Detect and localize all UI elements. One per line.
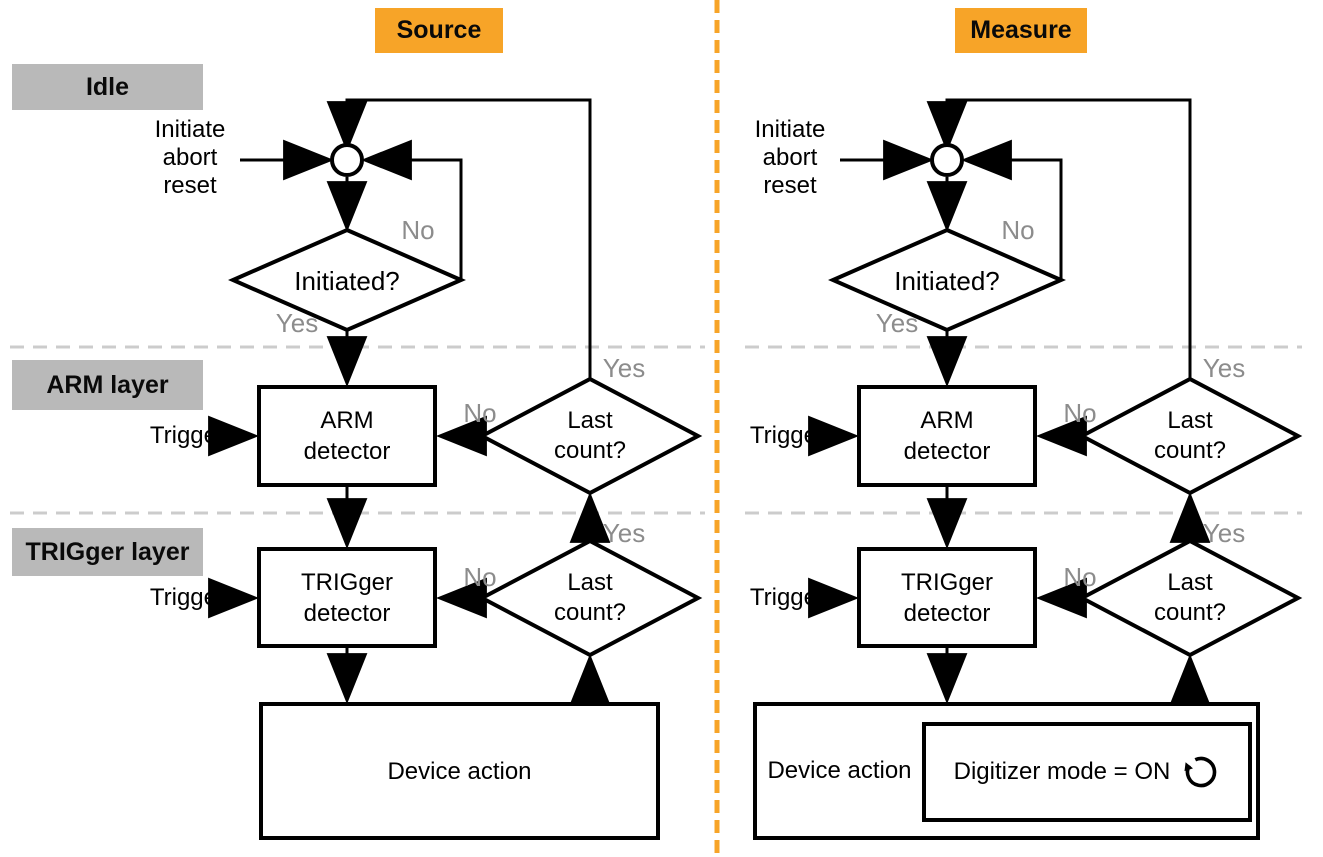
arm-detector-line2: detector <box>303 438 391 465</box>
repeat-loop-icon <box>1184 756 1217 788</box>
digitizer-mode-box: Digitizer mode = ON <box>922 722 1252 822</box>
measure-flow-lines <box>808 98 1211 705</box>
event-reset: reset <box>763 172 817 199</box>
arm-last-count-diamond <box>477 376 703 496</box>
trig-detector-line1: TRIGger <box>300 568 393 596</box>
arm-last-count-yes-label: Yes <box>1202 353 1246 383</box>
device-action-label: Device action <box>767 757 912 784</box>
layer-label-trigger: TRIGger layer <box>12 528 203 576</box>
trigger-in-label: Trigger <box>749 422 825 449</box>
arm-detector-line1: ARM <box>920 407 974 434</box>
initiated-no-label: No <box>1001 215 1035 245</box>
initiated-yes-label: Yes <box>875 308 919 338</box>
source-header: Source <box>375 8 503 53</box>
event-initiate: Initiate <box>154 116 226 143</box>
device-action-box: Device action Digitizer mode = ON <box>753 702 1260 840</box>
measure-header: Measure <box>955 8 1087 53</box>
merge-junction-circle <box>330 143 364 177</box>
arm-last-count-diamond <box>1077 376 1303 496</box>
arm-last-count-no-label: No <box>1063 398 1097 428</box>
event-list: Initiate abort reset <box>110 116 270 200</box>
trig-last-count-question: Last count? <box>1153 569 1227 626</box>
trig-last-count-yes-label: Yes <box>602 518 646 548</box>
trig-last-count-yes-label: Yes <box>1202 518 1246 548</box>
arm-last-count-question: Last count? <box>1153 407 1227 464</box>
trig-last-count-no-label: No <box>463 562 497 592</box>
event-abort: abort <box>762 144 818 171</box>
source-nodes <box>228 143 703 658</box>
event-abort: abort <box>162 144 218 171</box>
trig-last-count-no-label: No <box>1063 562 1097 592</box>
trigger-in-label: Trigger <box>149 584 225 611</box>
arm-detector-line2: detector <box>903 438 991 465</box>
trig-detector-line1: TRIGger <box>900 568 993 596</box>
trig-last-count-diamond <box>1077 538 1303 658</box>
layer-label-idle: Idle <box>12 64 203 110</box>
source-flow-lines <box>208 98 611 705</box>
arm-last-count-question: Last count? <box>553 407 627 464</box>
trig-detector-line2: detector <box>903 599 991 627</box>
initiated-yes-label: Yes <box>275 308 319 338</box>
trig-last-count-diamond <box>477 538 703 658</box>
trig-detector-line2: detector <box>303 599 391 627</box>
arm-detector-box: ARM detector <box>257 385 437 487</box>
initiated-diamond <box>228 227 466 333</box>
trig-last-count-question: Last count? <box>553 569 627 626</box>
trigger-in-label: Trigger <box>749 584 825 611</box>
arm-detector-box: ARM detector <box>857 385 1037 487</box>
device-action-box: Device action <box>259 702 660 840</box>
measure-nodes <box>828 143 1303 658</box>
event-reset: reset <box>163 172 217 199</box>
device-action-label: Device action <box>387 757 532 785</box>
digitizer-mode-label: Digitizer mode = ON <box>953 758 1171 785</box>
layer-label-arm: ARM layer <box>12 360 203 410</box>
trig-detector-box: TRIGger detector <box>857 547 1037 648</box>
arm-last-count-yes-label: Yes <box>602 353 646 383</box>
trig-detector-box: TRIGger detector <box>257 547 437 648</box>
initiated-no-label: No <box>401 215 435 245</box>
arm-detector-line1: ARM <box>320 407 374 434</box>
arm-last-count-no-label: No <box>463 398 497 428</box>
event-initiate: Initiate <box>754 116 826 143</box>
merge-junction-circle <box>930 143 964 177</box>
event-list: Initiate abort reset <box>710 116 870 200</box>
initiated-question: Initiated? <box>894 266 1000 296</box>
initiated-question: Initiated? <box>294 266 400 296</box>
trigger-in-label: Trigger <box>149 422 225 449</box>
initiated-diamond <box>828 227 1066 333</box>
